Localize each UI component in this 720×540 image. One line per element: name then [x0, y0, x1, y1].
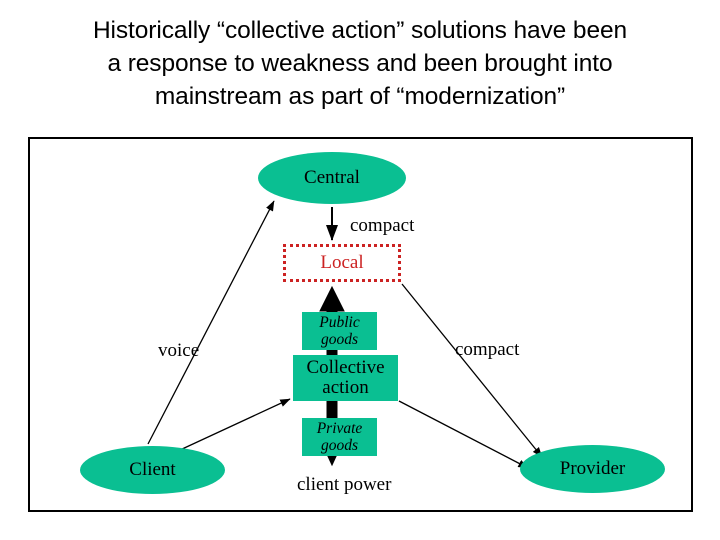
node-central-label: Central: [304, 167, 360, 188]
edge-label-client-power: client power: [297, 474, 392, 495]
diagram-frame: Central Local Public goods Collective ac…: [28, 137, 693, 512]
node-local[interactable]: Local: [283, 244, 401, 282]
edge-client-to-collective: [179, 398, 291, 451]
edge-label-compact-side: compact: [455, 339, 520, 360]
page-title: Historically “collective action” solutio…: [22, 14, 698, 113]
node-collective-action[interactable]: Collective action: [293, 355, 398, 401]
node-public-goods[interactable]: Public goods: [302, 312, 377, 350]
title-line-2: a response to weakness and been brought …: [107, 50, 613, 77]
edge-local-to-provider: [401, 283, 543, 458]
node-provider[interactable]: Provider: [520, 445, 665, 493]
edge-label-compact-top: compact: [350, 215, 415, 236]
node-client-label: Client: [129, 459, 176, 480]
title-line-1: Historically “collective action” solutio…: [92, 17, 628, 44]
edge-collective-to-provider: [398, 400, 529, 469]
node-local-label: Local: [320, 252, 364, 273]
node-private-goods[interactable]: Private goods: [302, 418, 377, 456]
diagram-canvas: Central Local Public goods Collective ac…: [30, 139, 691, 510]
node-provider-label: Provider: [559, 458, 626, 479]
edge-label-voice: voice: [158, 340, 200, 361]
node-client[interactable]: Client: [80, 446, 225, 494]
title-line-3: mainstream as part of “modernization”: [154, 83, 566, 110]
node-collective-action-label: Collective action: [306, 357, 385, 398]
node-private-goods-label: Private goods: [316, 420, 363, 454]
edge-client-to-central: [147, 200, 275, 445]
node-public-goods-label: Public goods: [319, 314, 360, 348]
node-central[interactable]: Central: [258, 152, 406, 204]
